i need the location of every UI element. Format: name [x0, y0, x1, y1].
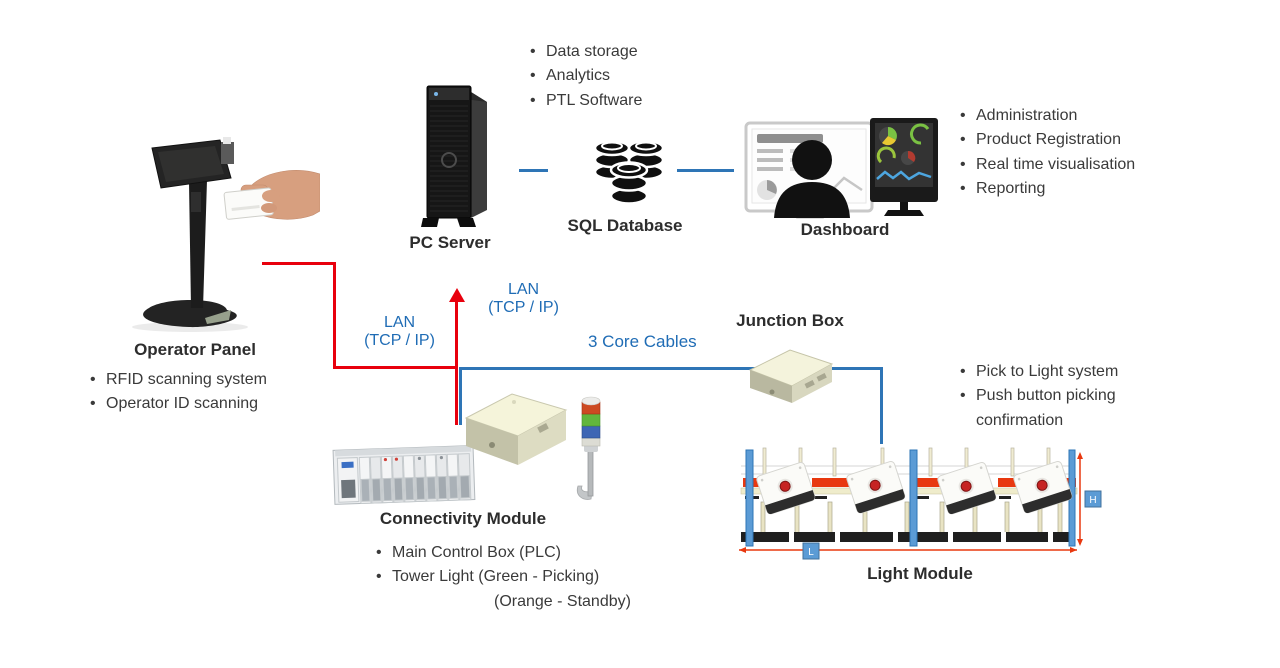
connectivity-module-bullets: Main Control Box (PLC) Tower Light (Gree… — [376, 541, 631, 614]
bullet-item: RFID scanning system — [90, 368, 267, 393]
bullet-item: Data storage — [530, 40, 642, 65]
operator-panel-graphic — [132, 137, 320, 332]
light-module-bullets: Pick to Light system Push button picking… — [960, 360, 1118, 433]
rfid-reader — [221, 142, 234, 164]
bullet-item: Reporting — [960, 177, 1135, 202]
height-badge — [1084, 490, 1102, 508]
dashboard-bullets: Administration Product Registration Real… — [960, 104, 1135, 202]
pc-server-graphic — [421, 85, 487, 227]
dashboard-graphic — [744, 118, 938, 219]
bullet-item: Main Control Box (PLC) — [376, 541, 631, 566]
length-badge-label: L — [808, 547, 814, 558]
bullet-continuation: (Orange - Standby) — [494, 592, 631, 610]
bullet-item: Real time visualisation — [960, 153, 1135, 178]
sql-database-icon — [593, 139, 665, 205]
bullet-continuation: confirmation — [976, 411, 1064, 429]
lan-label-left: LAN (TCP / IP) — [364, 314, 435, 350]
red-arrow-head — [449, 288, 465, 302]
plc-rack-graphic — [332, 444, 476, 505]
pc-server-bullets: Data storage Analytics PTL Software — [530, 40, 642, 113]
blue-connector-horizontal — [459, 367, 883, 370]
shelf-rail — [741, 532, 1073, 542]
bullet-item: Pick to Light system — [960, 360, 1118, 385]
bullet-item: Tower Light (Green - Picking) — [376, 565, 631, 590]
pick-button-box — [756, 460, 1073, 515]
bullet-item: Operator ID scanning — [90, 392, 267, 417]
tower-pole — [587, 449, 594, 497]
bullet-item: Product Registration — [960, 128, 1135, 153]
dashboard-label: Dashboard — [800, 220, 890, 239]
bullet-item: Push button picking — [960, 384, 1118, 409]
server-grille — [430, 105, 468, 212]
brand-logo — [441, 152, 457, 168]
red-connector-horizontal-2 — [333, 366, 458, 369]
red-arrow-shaft — [455, 300, 458, 425]
length-badge — [802, 542, 820, 560]
bullet-item: Administration — [960, 104, 1135, 129]
connector-database-dashboard — [677, 169, 734, 172]
red-connector-vertical-1 — [333, 262, 336, 369]
operator-panel-label: Operator Panel — [134, 340, 256, 359]
connector-server-database — [519, 169, 548, 172]
core-cables-label: 3 Core Cables — [588, 332, 697, 351]
pc-server-label: PC Server — [409, 233, 491, 252]
power-led — [434, 92, 438, 96]
junction-box-label: Junction Box — [736, 311, 844, 330]
operator-panel-bullets: RFID scanning system Operator ID scannin… — [90, 368, 267, 417]
junction-box-graphic — [748, 349, 834, 403]
connectivity-module-label: Connectivity Module — [379, 509, 547, 528]
db-stack-front — [609, 161, 649, 205]
tower-green-segment — [581, 413, 601, 427]
blue-connector-vertical-right — [880, 367, 883, 444]
lan-label-right: LAN (TCP / IP) — [488, 281, 559, 317]
tower-light-graphic — [576, 396, 601, 500]
person-silhouette — [792, 140, 832, 180]
control-box-graphic — [464, 393, 568, 465]
bullet-item: Analytics — [530, 64, 642, 89]
blue-connector-vertical-left — [459, 368, 462, 425]
bullet-item: PTL Software — [530, 89, 642, 114]
height-badge-label: H — [1089, 495, 1096, 506]
tower-clear-segment — [581, 437, 601, 447]
sql-database-label: SQL Database — [567, 216, 683, 235]
shelf-post — [745, 449, 1076, 547]
light-module-graphic: L H — [739, 447, 1102, 560]
red-connector-horizontal-1 — [262, 262, 336, 265]
light-module-label: Light Module — [867, 564, 973, 583]
tower-blue-segment — [581, 425, 601, 439]
